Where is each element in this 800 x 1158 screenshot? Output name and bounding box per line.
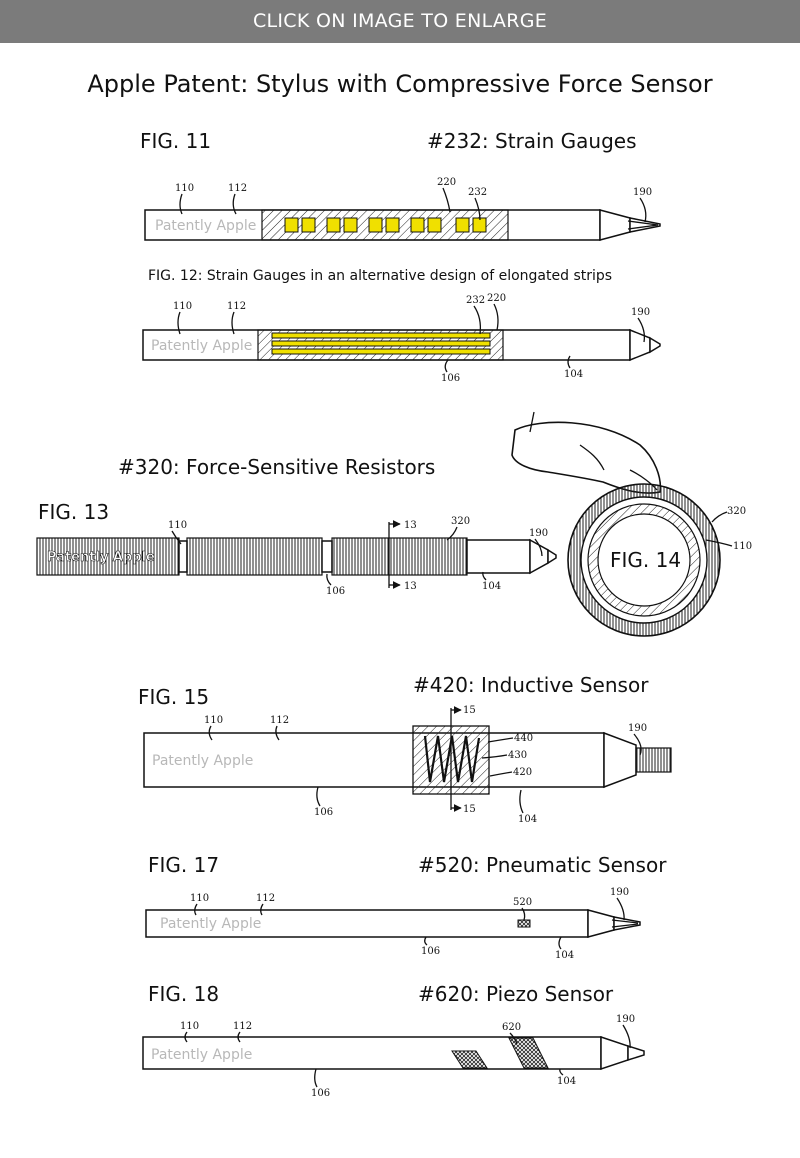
fig14-label: FIG. 14 [610, 548, 681, 572]
fig17-ref-112: 112 [256, 893, 275, 904]
fig17-ref-106: 106 [421, 946, 440, 957]
fig15-heading: #420: Inductive Sensor [413, 673, 649, 697]
fig15-stylus: Patently Apple [143, 725, 672, 795]
fig13-ref-106: 106 [326, 586, 345, 597]
fig12-watermark: Patently Apple [151, 338, 252, 354]
fig18-heading: #620: Piezo Sensor [418, 982, 614, 1006]
fig17-heading: #520: Pneumatic Sensor [418, 853, 667, 877]
fig18-ref-620: 620 [502, 1022, 521, 1033]
fig12-ref-190: 190 [631, 307, 650, 318]
fig14-group: FIG. 14 320 110 [511, 411, 752, 637]
fig15-watermark: Patently Apple [152, 753, 253, 769]
fig15-ref-420: 420 [513, 767, 532, 778]
fig14-ref-110: 110 [733, 541, 752, 552]
fig15-group: FIG. 15 #420: Inductive Sensor Patently … [138, 673, 672, 825]
inductive-coil [423, 735, 481, 783]
strain-gauge-strips [271, 332, 491, 355]
fig15-ref-15-bottom: 15 [463, 804, 476, 815]
fig17-watermark: Patently Apple [160, 916, 261, 932]
fig18-watermark: Patently Apple [151, 1047, 252, 1063]
fig11-ref-190: 190 [633, 187, 652, 198]
fig13-stylus: Patently Apple [36, 537, 557, 576]
fig11-watermark: Patently Apple [155, 218, 256, 234]
fig11-ref-232: 232 [468, 187, 487, 198]
fig15-ref-190: 190 [628, 723, 647, 734]
fig17-ref-110: 110 [190, 893, 209, 904]
fig18-ref-110: 110 [180, 1021, 199, 1032]
fig15-ref-112: 112 [270, 715, 289, 726]
fig13-watermark: Patently Apple [47, 550, 155, 565]
fig11-stylus: Patently Apple [144, 209, 661, 241]
fig13-ref-104: 104 [482, 581, 501, 592]
fig13-ref-13-top: 13 [404, 520, 417, 531]
fig15-ref-110: 110 [204, 715, 223, 726]
fig18-stylus: Patently Apple [142, 1035, 645, 1071]
fig17-label: FIG. 17 [148, 853, 219, 877]
fig13-group: #320: Force-Sensitive Resistors FIG. 13 … [36, 455, 557, 597]
fig11-ref-110: 110 [175, 183, 194, 194]
fig13-ref-110: 110 [168, 520, 187, 531]
fig15-ref-430: 430 [508, 750, 527, 761]
finger-illustration [511, 411, 662, 494]
fig12-ref-232: 232 [466, 295, 485, 306]
fig11-heading: #232: Strain Gauges [427, 129, 636, 153]
fig13-ref-320: 320 [451, 516, 470, 527]
fig13-ref-190: 190 [529, 528, 548, 539]
fig13-heading: #320: Force-Sensitive Resistors [118, 455, 435, 479]
piezo-sensor-strip-1 [451, 1050, 488, 1069]
fig12-caption: FIG. 12: Strain Gauges in an alternative… [148, 268, 612, 284]
fig17-ref-520: 520 [513, 897, 532, 908]
enlarge-banner-label: CLICK ON IMAGE TO ENLARGE [252, 10, 548, 32]
strain-gauge-squares [284, 217, 487, 233]
fig12-ref-106: 106 [441, 373, 460, 384]
fig11-group: FIG. 11 #232: Strain Gauges Patently App… [140, 129, 661, 241]
pneumatic-sensor-mark [517, 919, 531, 928]
fig12-ref-104: 104 [564, 369, 583, 380]
fig11-ref-112: 112 [228, 183, 247, 194]
fig15-ref-440: 440 [514, 733, 533, 744]
fig14-ref-320: 320 [727, 506, 746, 517]
fig17-group: FIG. 17 #520: Pneumatic Sensor Patently … [145, 853, 667, 961]
fig15-ref-15-top: 15 [463, 705, 476, 716]
fig15-ref-104: 104 [518, 814, 537, 825]
fig17-stylus: Patently Apple [145, 909, 641, 938]
fig18-ref-104: 104 [557, 1076, 576, 1087]
fig11-ref-220: 220 [437, 177, 456, 188]
fig15-ref-106: 106 [314, 807, 333, 818]
fig11-label: FIG. 11 [140, 129, 211, 153]
fig12-ref-220: 220 [487, 293, 506, 304]
page-title: Apple Patent: Stylus with Compressive Fo… [87, 70, 713, 98]
enlarge-banner[interactable]: CLICK ON IMAGE TO ENLARGE [0, 0, 800, 43]
fig12-ref-112: 112 [227, 301, 246, 312]
fig17-ref-104: 104 [555, 950, 574, 961]
fig12-group: FIG. 12: Strain Gauges in an alternative… [142, 268, 661, 384]
fig18-group: FIG. 18 #620: Piezo Sensor Patently Appl… [142, 982, 645, 1099]
fig12-ref-110: 110 [173, 301, 192, 312]
fig13-ref-13-bottom: 13 [404, 581, 417, 592]
fig13-label: FIG. 13 [38, 500, 109, 524]
piezo-sensor-strip-2 [508, 1037, 549, 1069]
fig18-ref-112: 112 [233, 1021, 252, 1032]
fig15-label: FIG. 15 [138, 685, 209, 709]
fig18-ref-190: 190 [616, 1014, 635, 1025]
fig17-ref-190: 190 [610, 887, 629, 898]
fig18-label: FIG. 18 [148, 982, 219, 1006]
fig18-ref-106: 106 [311, 1088, 330, 1099]
fig12-stylus: Patently Apple [142, 328, 661, 362]
